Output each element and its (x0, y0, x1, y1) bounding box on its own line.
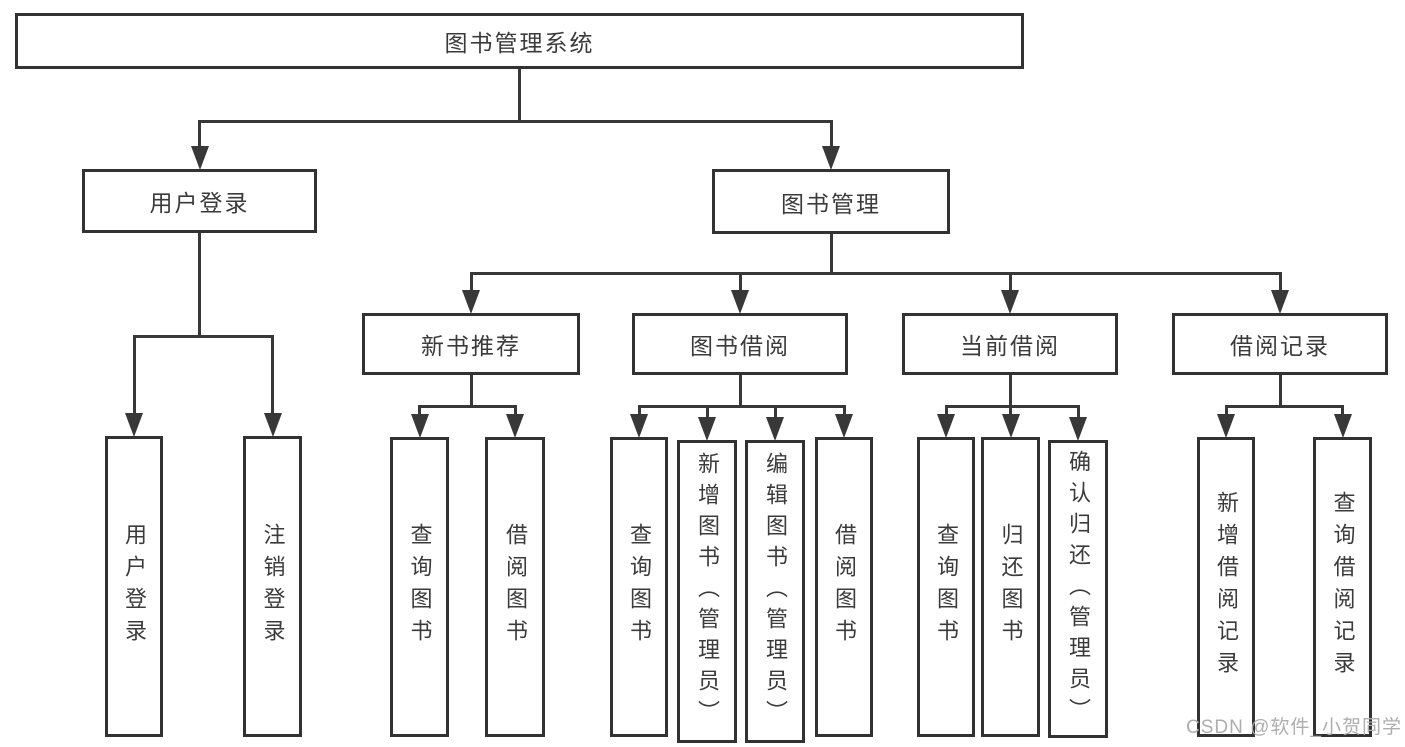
node-label-leaf-login: 用户登录 (122, 522, 147, 651)
node-label-leaf-cb-confirm: 确认归还（管理员） (1066, 449, 1091, 729)
connector-book-mgmt-drop (829, 232, 833, 275)
connector-arrowhead-leaf-cb-query (937, 414, 955, 438)
connector-user-login-drop (198, 231, 201, 338)
node-leaf-cb-confirm: 确认归还（管理员） (1048, 440, 1108, 738)
node-root: 图书管理系统 (15, 13, 1024, 69)
connector-arrowhead-book-mgmt (822, 146, 840, 170)
node-new-book: 新书推荐 (362, 313, 580, 375)
connector-leaf-logout-shaft (271, 335, 274, 424)
node-label-book-mgmt: 图书管理 (781, 190, 881, 217)
connector-arrowhead-leaf-bb-borrow (835, 414, 853, 438)
node-book-borrow: 图书借阅 (632, 313, 848, 375)
node-leaf-logout: 注销登录 (243, 436, 302, 737)
connector-arrowhead-leaf-cb-confirm (1069, 417, 1087, 441)
node-book-mgmt: 图书管理 (712, 169, 950, 234)
node-label-book-borrow: 图书借阅 (690, 333, 790, 359)
connector-new-book-shaft (469, 272, 473, 301)
connector-leaf-cb-confirm-shaft (1076, 405, 1080, 428)
connector-current-borrow-drop (1008, 373, 1012, 408)
node-current-borrow: 当前借阅 (902, 313, 1118, 375)
node-leaf-nb-borrow: 借阅图书 (485, 437, 545, 737)
connector-book-borrow-bus (637, 405, 846, 408)
node-leaf-bb-query: 查询图书 (610, 437, 668, 737)
connector-new-book-drop (469, 373, 473, 408)
connector-current-borrow-bus (944, 405, 1080, 408)
connector-leaf-bb-add-shaft (705, 405, 709, 428)
node-leaf-cb-query: 查询图书 (917, 437, 975, 737)
node-label-leaf-cb-return: 归还图书 (998, 523, 1024, 651)
node-label-leaf-nb-borrow: 借阅图书 (503, 523, 528, 651)
node-label-leaf-bb-query: 查询图书 (627, 523, 652, 651)
node-leaf-br-query: 查询借阅记录 (1313, 437, 1372, 737)
connector-arrowhead-leaf-logout (263, 413, 282, 437)
connector-arrowhead-user-login (190, 146, 209, 170)
node-leaf-bb-borrow: 借阅图书 (815, 437, 873, 737)
connector-arrowhead-new-book (462, 290, 480, 314)
connector-arrowhead-leaf-br-query (1333, 414, 1352, 438)
node-label-leaf-bb-add: 新增图书（管理员） (695, 452, 720, 731)
node-user-login: 用户登录 (82, 169, 317, 233)
node-leaf-bb-edit: 编辑图书（管理员） (745, 440, 805, 743)
connector-arrowhead-leaf-bb-edit (766, 417, 784, 441)
connector-leaf-bb-edit-shaft (773, 405, 777, 428)
node-leaf-cb-return: 归还图书 (981, 437, 1040, 737)
node-label-new-book: 新书推荐 (421, 333, 521, 359)
connector-arrowhead-leaf-bb-add (698, 417, 716, 441)
node-leaf-br-add: 新增借阅记录 (1197, 437, 1255, 737)
connector-arrowhead-leaf-bb-query (630, 414, 648, 438)
connector-arrowhead-leaf-nb-query (410, 414, 429, 438)
node-label-current-borrow: 当前借阅 (960, 333, 1060, 359)
connector-user-login-bus (132, 335, 274, 338)
connector-book-mgmt-shaft (829, 120, 833, 157)
node-label-leaf-br-query: 查询借阅记录 (1330, 491, 1356, 683)
connector-leaf-login-shaft (132, 335, 136, 424)
connector-root-bus (198, 120, 833, 123)
connector-borrow-record-drop (1278, 373, 1282, 408)
connector-arrowhead-borrow-record (1271, 290, 1289, 314)
node-leaf-login: 用户登录 (105, 436, 163, 737)
connector-book-borrow-shaft (738, 272, 742, 301)
connector-borrow-record-bus (1224, 405, 1344, 408)
connector-arrowhead-leaf-br-add (1217, 414, 1235, 438)
node-label-leaf-bb-edit: 编辑图书（管理员） (763, 452, 788, 731)
node-leaf-bb-add: 新增图书（管理员） (677, 440, 737, 743)
node-label-borrow-record: 借阅记录 (1230, 333, 1330, 359)
connector-arrowhead-book-borrow (731, 290, 749, 314)
node-label-leaf-br-add: 新增借阅记录 (1214, 491, 1239, 683)
node-label-leaf-logout: 注销登录 (260, 522, 286, 651)
connector-arrowhead-current-borrow (1001, 290, 1019, 314)
connector-borrow-record-shaft (1278, 272, 1282, 301)
node-borrow-record: 借阅记录 (1172, 313, 1388, 375)
csdn-watermark: CSDN @软件_小贺同学 (1186, 717, 1402, 738)
connector-book-borrow-drop (738, 373, 742, 408)
node-label-user-login: 用户登录 (149, 190, 250, 216)
node-label-leaf-cb-query: 查询图书 (934, 523, 959, 651)
connector-new-book-bus (418, 405, 517, 408)
connector-arrowhead-leaf-login (125, 413, 143, 437)
node-label-leaf-bb-borrow: 借阅图书 (832, 523, 857, 651)
node-label-root: 图书管理系统 (444, 30, 595, 56)
connector-root-drop (518, 67, 521, 123)
node-leaf-nb-query: 查询图书 (390, 437, 449, 737)
connector-arrowhead-leaf-nb-borrow (506, 414, 524, 438)
connector-book-mgmt-bus (469, 272, 1282, 275)
connector-current-borrow-shaft (1008, 272, 1012, 301)
node-label-leaf-nb-query: 查询图书 (407, 523, 433, 651)
connector-arrowhead-leaf-cb-return (1001, 414, 1020, 438)
connector-user-login-shaft (198, 120, 201, 157)
